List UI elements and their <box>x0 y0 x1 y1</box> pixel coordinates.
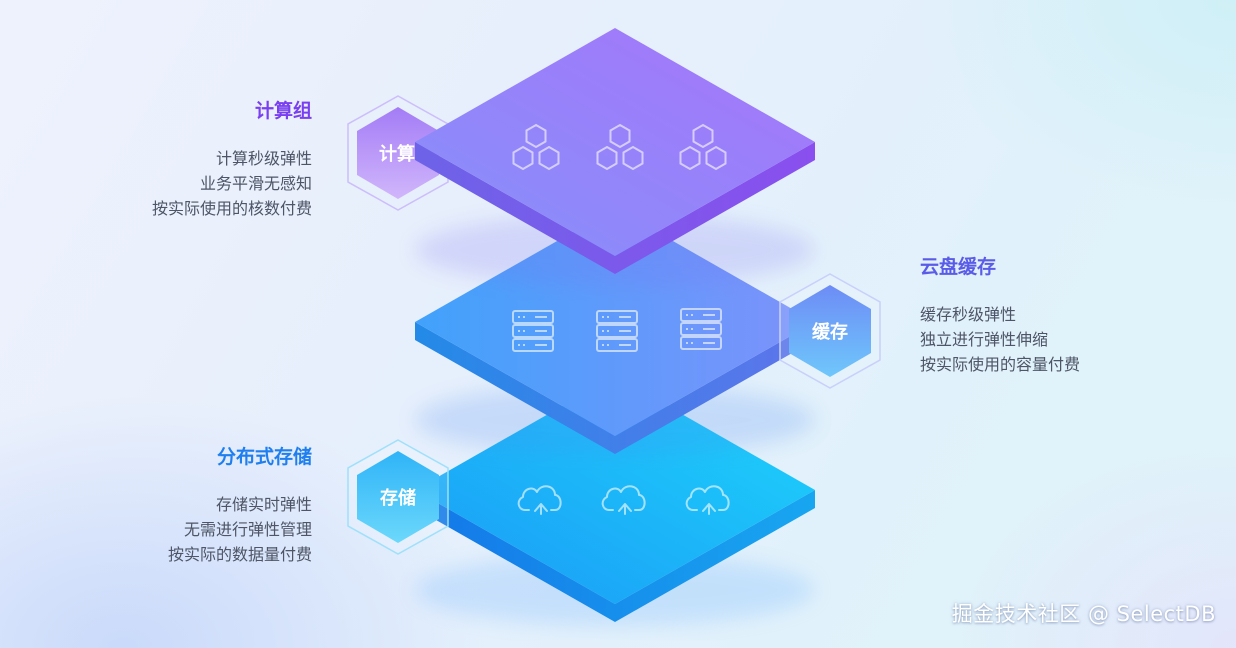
server-rack-icon <box>680 308 722 350</box>
cache-title: 云盘缓存 <box>920 256 997 278</box>
compute-line: 业务平滑无感知 <box>199 174 312 193</box>
compute-line: 计算秒级弹性 <box>215 149 312 168</box>
watermark: 掘金技术社区 @ SelectDB <box>951 602 1216 626</box>
compute-description: 计算组 计算秒级弹性 业务平滑无感知 按实际使用的核数付费 <box>60 98 312 221</box>
hexagon-cluster-icon <box>596 123 644 171</box>
cache-description: 云盘缓存 缓存秒级弹性 独立进行弹性伸缩 按实际使用的容量付费 <box>920 254 1180 377</box>
storage-description: 分布式存储 存储实时弹性 无需进行弹性管理 按实际的数据量付费 <box>60 444 312 567</box>
hexagon-cluster-icon <box>512 123 560 171</box>
compute-line: 按实际使用的核数付费 <box>151 199 312 218</box>
storage-line: 无需进行弹性管理 <box>183 520 312 539</box>
storage-line: 存储实时弹性 <box>215 495 312 514</box>
cloud-upload-icon <box>601 485 646 515</box>
compute-badge: 计算 <box>347 95 449 211</box>
compute-title: 计算组 <box>254 100 312 122</box>
cloud-upload-icon <box>517 485 562 515</box>
cache-line: 缓存秒级弹性 <box>920 305 1017 324</box>
server-rack-icon <box>596 310 638 352</box>
cache-badge: 缓存 <box>779 273 881 389</box>
compute-badge-label: 计算 <box>379 143 415 165</box>
cache-line: 按实际使用的容量付费 <box>920 355 1081 374</box>
compute-layer <box>415 28 815 286</box>
hexagon-cluster-icon <box>679 123 727 171</box>
cache-badge-label: 缓存 <box>812 321 848 343</box>
cache-line: 独立进行弹性伸缩 <box>920 330 1049 349</box>
cloud-upload-icon <box>685 485 730 515</box>
storage-line: 按实际的数据量付费 <box>167 545 312 564</box>
storage-badge-label: 存储 <box>380 487 416 509</box>
storage-title: 分布式存储 <box>216 446 312 468</box>
storage-badge: 存储 <box>347 439 449 555</box>
server-rack-icon <box>512 310 554 352</box>
compute-plate-top <box>415 28 815 256</box>
